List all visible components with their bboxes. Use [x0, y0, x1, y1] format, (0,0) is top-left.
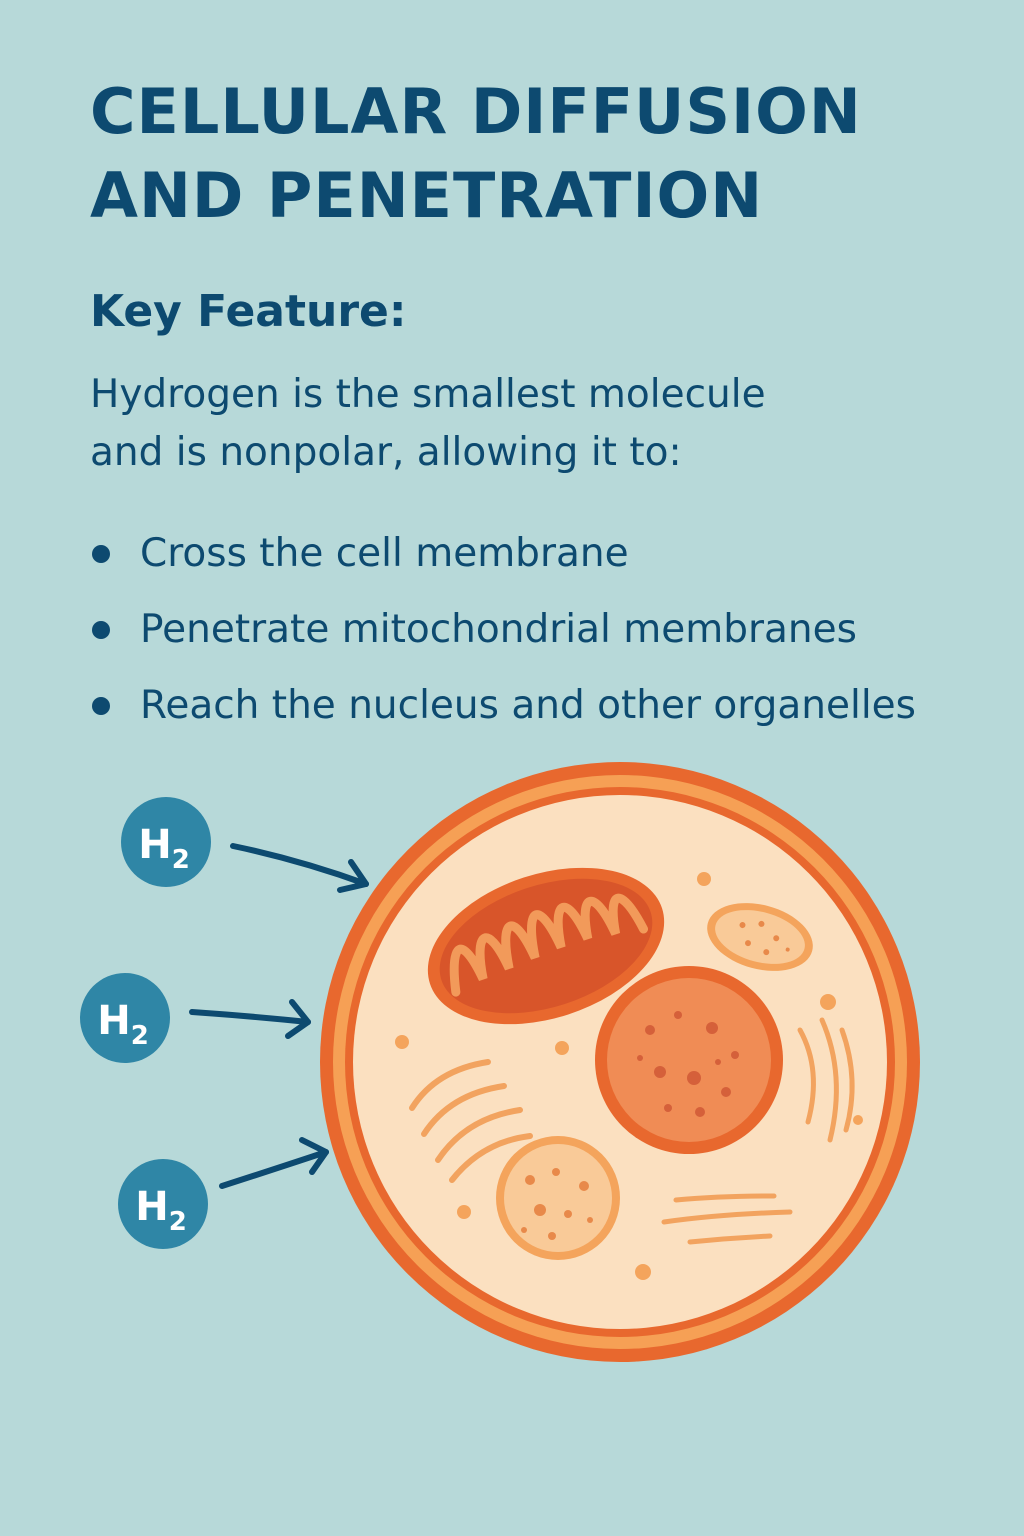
title-line-2: AND PENETRATION [90, 159, 764, 232]
intro-line-2: and is nonpolar, allowing it to: [90, 430, 682, 475]
list-item: Cross the cell membrane [90, 516, 1010, 592]
h2-molecule-icon: H2 [80, 973, 170, 1063]
bullet-dot-icon [92, 621, 110, 639]
list-item: Penetrate mitochondrial membranes [90, 592, 1010, 668]
list-item-label: Penetrate mitochondrial membranes [140, 607, 857, 652]
cell-membrane-inner [345, 787, 895, 1337]
title-line-1: CELLULAR DIFFUSION [90, 75, 862, 148]
page-title: CELLULAR DIFFUSION AND PENETRATION [90, 70, 970, 238]
list-item: Reach the nucleus and other organelles [90, 668, 1010, 744]
h2-molecule-icon: H2 [118, 1159, 208, 1249]
cell-membrane-outer [320, 762, 920, 1362]
vesicle-icon [707, 903, 813, 971]
molecule-symbol: H [135, 1184, 168, 1230]
h2-molecule-icon: H2 [121, 797, 211, 887]
lysosome-icon [496, 1136, 620, 1260]
list-item-label: Reach the nucleus and other organelles [140, 683, 916, 728]
bullet-dot-icon [92, 697, 110, 715]
molecule-symbol: H [138, 822, 171, 868]
molecule-subscript: 2 [169, 1207, 187, 1237]
key-feature-heading: Key Feature: [90, 286, 407, 337]
cell-membrane-middle [333, 775, 907, 1349]
svg-text:H2: H2 [97, 998, 149, 1051]
molecule-symbol: H [97, 998, 130, 1044]
intro-text: Hydrogen is the smallest molecule and is… [90, 366, 910, 482]
list-item-label: Cross the cell membrane [140, 531, 629, 576]
endoplasmic-reticulum-icon [797, 1017, 855, 1143]
arrow-icon [219, 1137, 329, 1189]
golgi-apparatus-icon [409, 1059, 533, 1183]
molecule-subscript: 2 [172, 845, 190, 875]
cytoplasm [353, 795, 887, 1329]
arrow-icon [230, 843, 369, 893]
cell-illustration [320, 762, 920, 1362]
membrane-lines-icon [661, 1193, 793, 1245]
svg-text:H2: H2 [135, 1184, 187, 1237]
granules-icon [395, 872, 863, 1280]
nucleus-icon [595, 966, 783, 1154]
feature-list: Cross the cell membrane Penetrate mitoch… [90, 516, 1010, 744]
svg-text:H2: H2 [138, 822, 190, 875]
arrow-icon [189, 999, 311, 1039]
mitochondrion-icon [427, 867, 665, 1025]
bullet-dot-icon [92, 545, 110, 563]
molecule-subscript: 2 [131, 1021, 149, 1051]
intro-line-1: Hydrogen is the smallest molecule [90, 372, 766, 417]
